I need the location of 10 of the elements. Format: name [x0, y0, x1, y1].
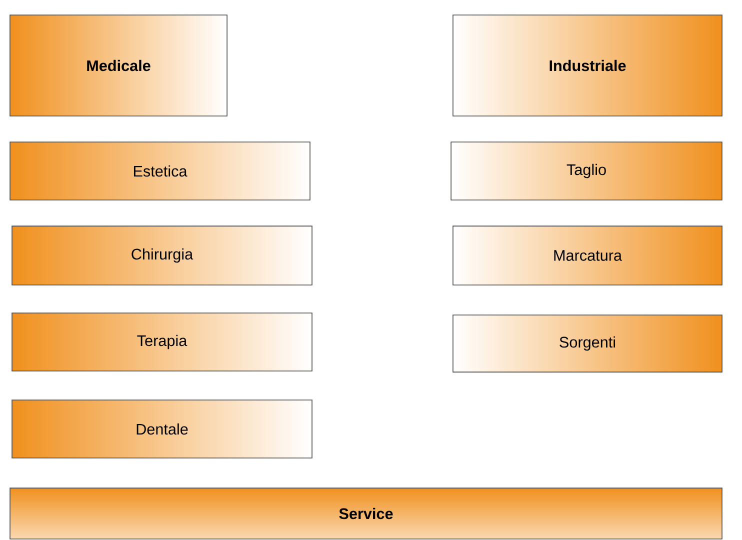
item-box: Estetica	[10, 142, 310, 200]
category-box: Industriale	[452, 14, 722, 116]
item-box: Chirurgia	[12, 226, 312, 286]
item-box: Terapia	[12, 312, 312, 372]
item-box: Taglio	[450, 142, 722, 200]
item-box: Sorgenti	[452, 314, 722, 372]
item-box: Marcatura	[452, 226, 722, 286]
service-bar: Service	[10, 488, 722, 540]
category-box: Medicale	[10, 14, 228, 116]
item-box: Dentale	[12, 400, 312, 458]
